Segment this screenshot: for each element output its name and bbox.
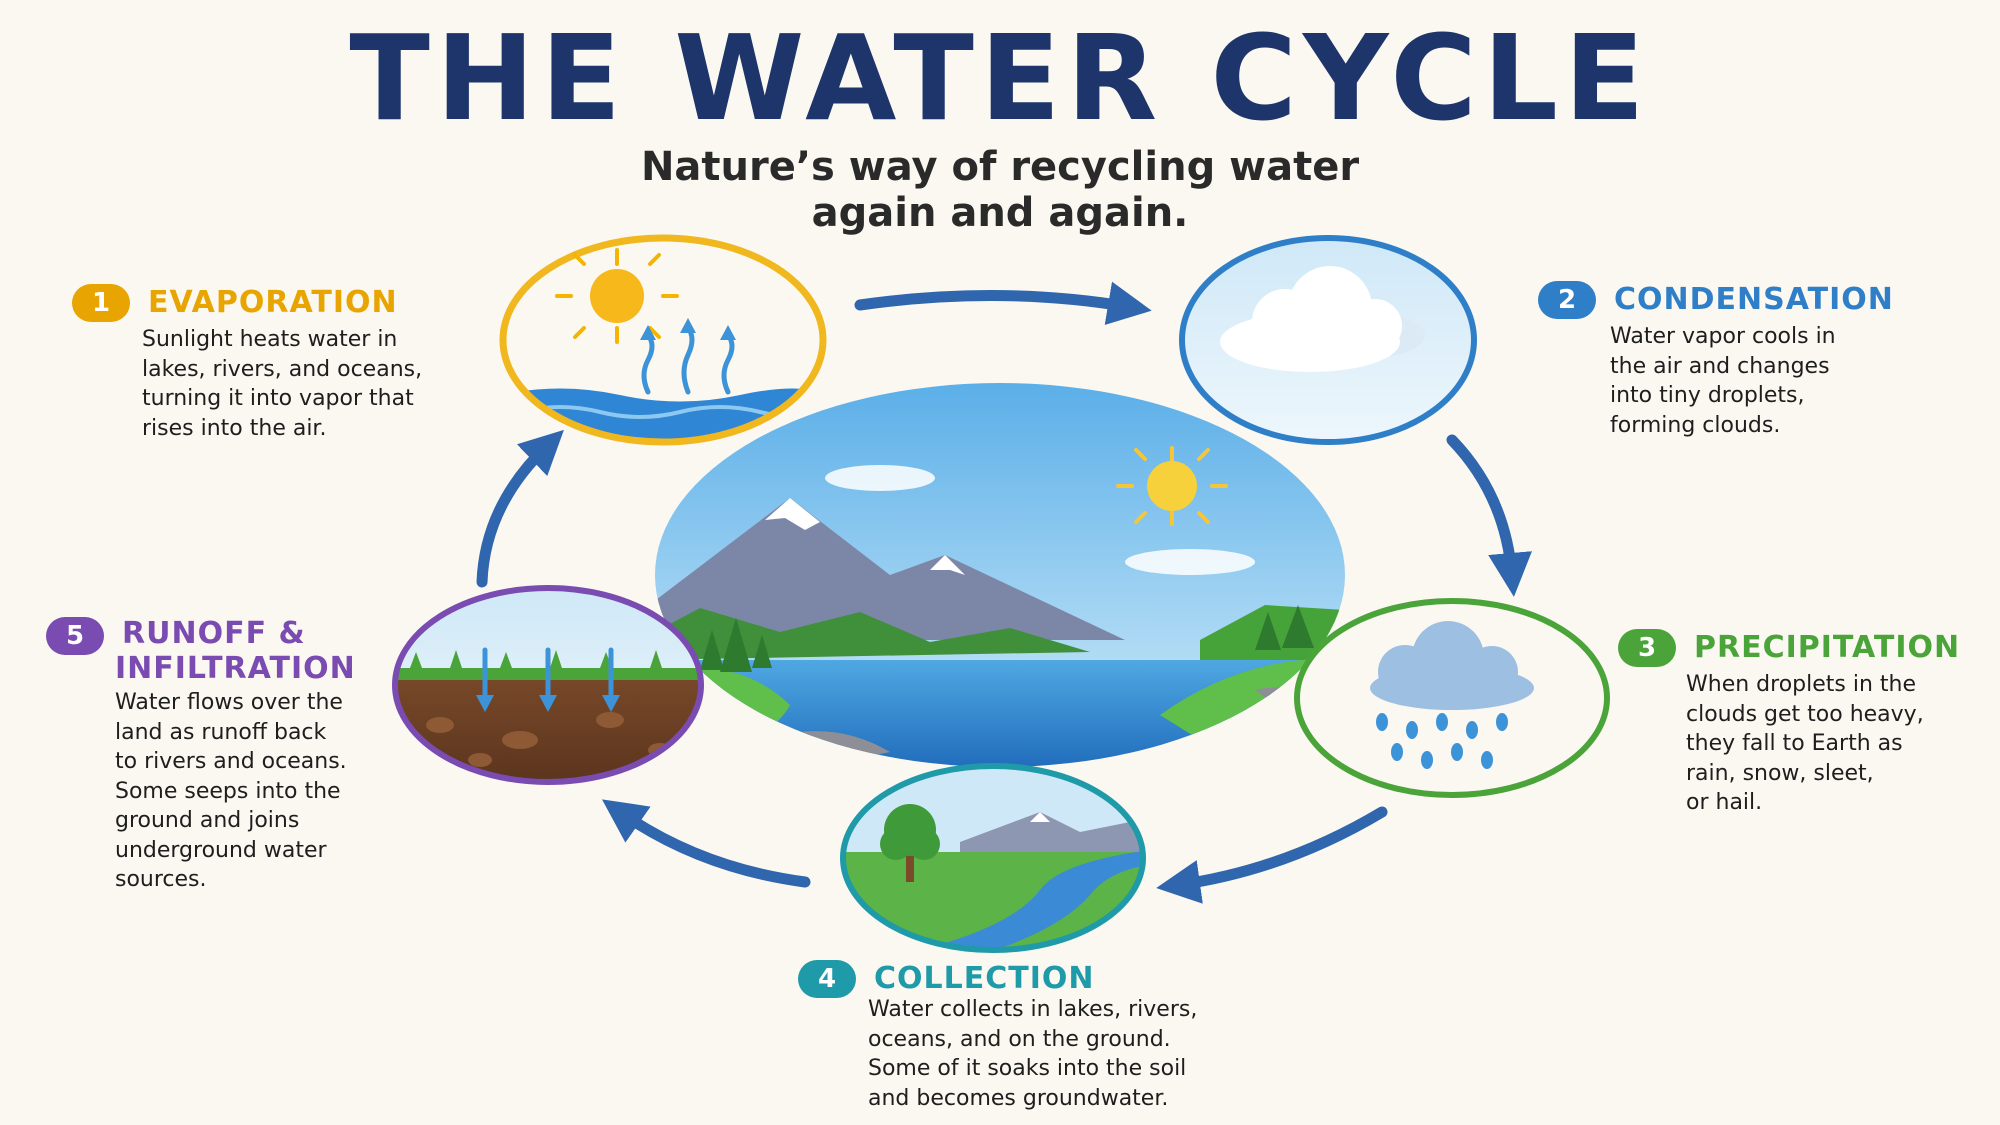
stage-title: COLLECTION [874, 961, 1095, 996]
arrow-precipitation-to-collection [1156, 806, 1388, 904]
page-title: THE WATER CYCLE [349, 9, 1651, 147]
condensation-illustration [1179, 235, 1477, 445]
stage-title: EVAPORATION [148, 285, 398, 320]
arrow-runoff-to-evaporation [476, 429, 564, 588]
collection-illustration [840, 763, 1146, 953]
cloud-icon [1220, 266, 1425, 372]
stage-condensation-description: Water vapor cools in the air and changes… [1610, 324, 1836, 438]
stage-number-badge: 3 [1618, 629, 1676, 667]
cycle-arrows [476, 281, 1532, 904]
vapor-arrows-icon [641, 325, 735, 395]
arrow-condensation-to-precipitation [1446, 434, 1532, 597]
raindrops-icon [1376, 713, 1508, 769]
stage-number-badge: 1 [72, 284, 130, 322]
stage-condensation-header: 2 CONDENSATION [1538, 281, 1894, 319]
page-subtitle: Nature’s way of recycling water again an… [500, 144, 1500, 236]
center-landscape-illustration [655, 383, 1345, 767]
stage-evaporation-header: 1 EVAPORATION [72, 284, 398, 322]
arrow-evaporation-to-condensation [854, 281, 1152, 326]
stage-runoff-header: 5 RUNOFF & [46, 617, 306, 655]
stage-precipitation-header: 3 PRECIPITATION [1618, 629, 1960, 667]
stage-title: CONDENSATION [1614, 282, 1894, 317]
stage-title: PRECIPITATION [1694, 630, 1961, 665]
stage-title-line-1: RUNOFF & [122, 616, 306, 651]
arrow-collection-to-runoff [601, 799, 811, 888]
stage-precipitation-description: When droplets in the clouds get too heav… [1686, 672, 1924, 815]
infiltration-arrows-icon [482, 647, 614, 701]
stage-evaporation-description: Sunlight heats water in lakes, rivers, a… [142, 327, 423, 441]
stage-collection-header: 4 COLLECTION [798, 960, 1095, 998]
stage-runoff-description: Water flows over the land as runoff back… [115, 690, 347, 892]
evaporation-illustration [499, 234, 827, 446]
stage-collection-description: Water collects in lakes, rivers, oceans,… [868, 997, 1198, 1111]
sun-icon [555, 248, 679, 344]
stage-title: RUNOFF & [122, 617, 306, 651]
stage-number-badge: 5 [46, 617, 104, 655]
subtitle-line-1: Nature’s way of recycling water [640, 144, 1360, 190]
stage-title-line-2: INFILTRATION [115, 651, 356, 686]
sun-icon-center [1116, 446, 1228, 526]
precipitation-illustration [1294, 598, 1610, 798]
stage-number-badge: 4 [798, 960, 856, 998]
tree-icon [880, 804, 940, 882]
rain-cloud-icon [1370, 621, 1534, 710]
stage-number-badge: 2 [1538, 281, 1596, 319]
subtitle-line-2: again and again. [811, 190, 1189, 236]
runoff-infiltration-illustration [392, 585, 704, 785]
